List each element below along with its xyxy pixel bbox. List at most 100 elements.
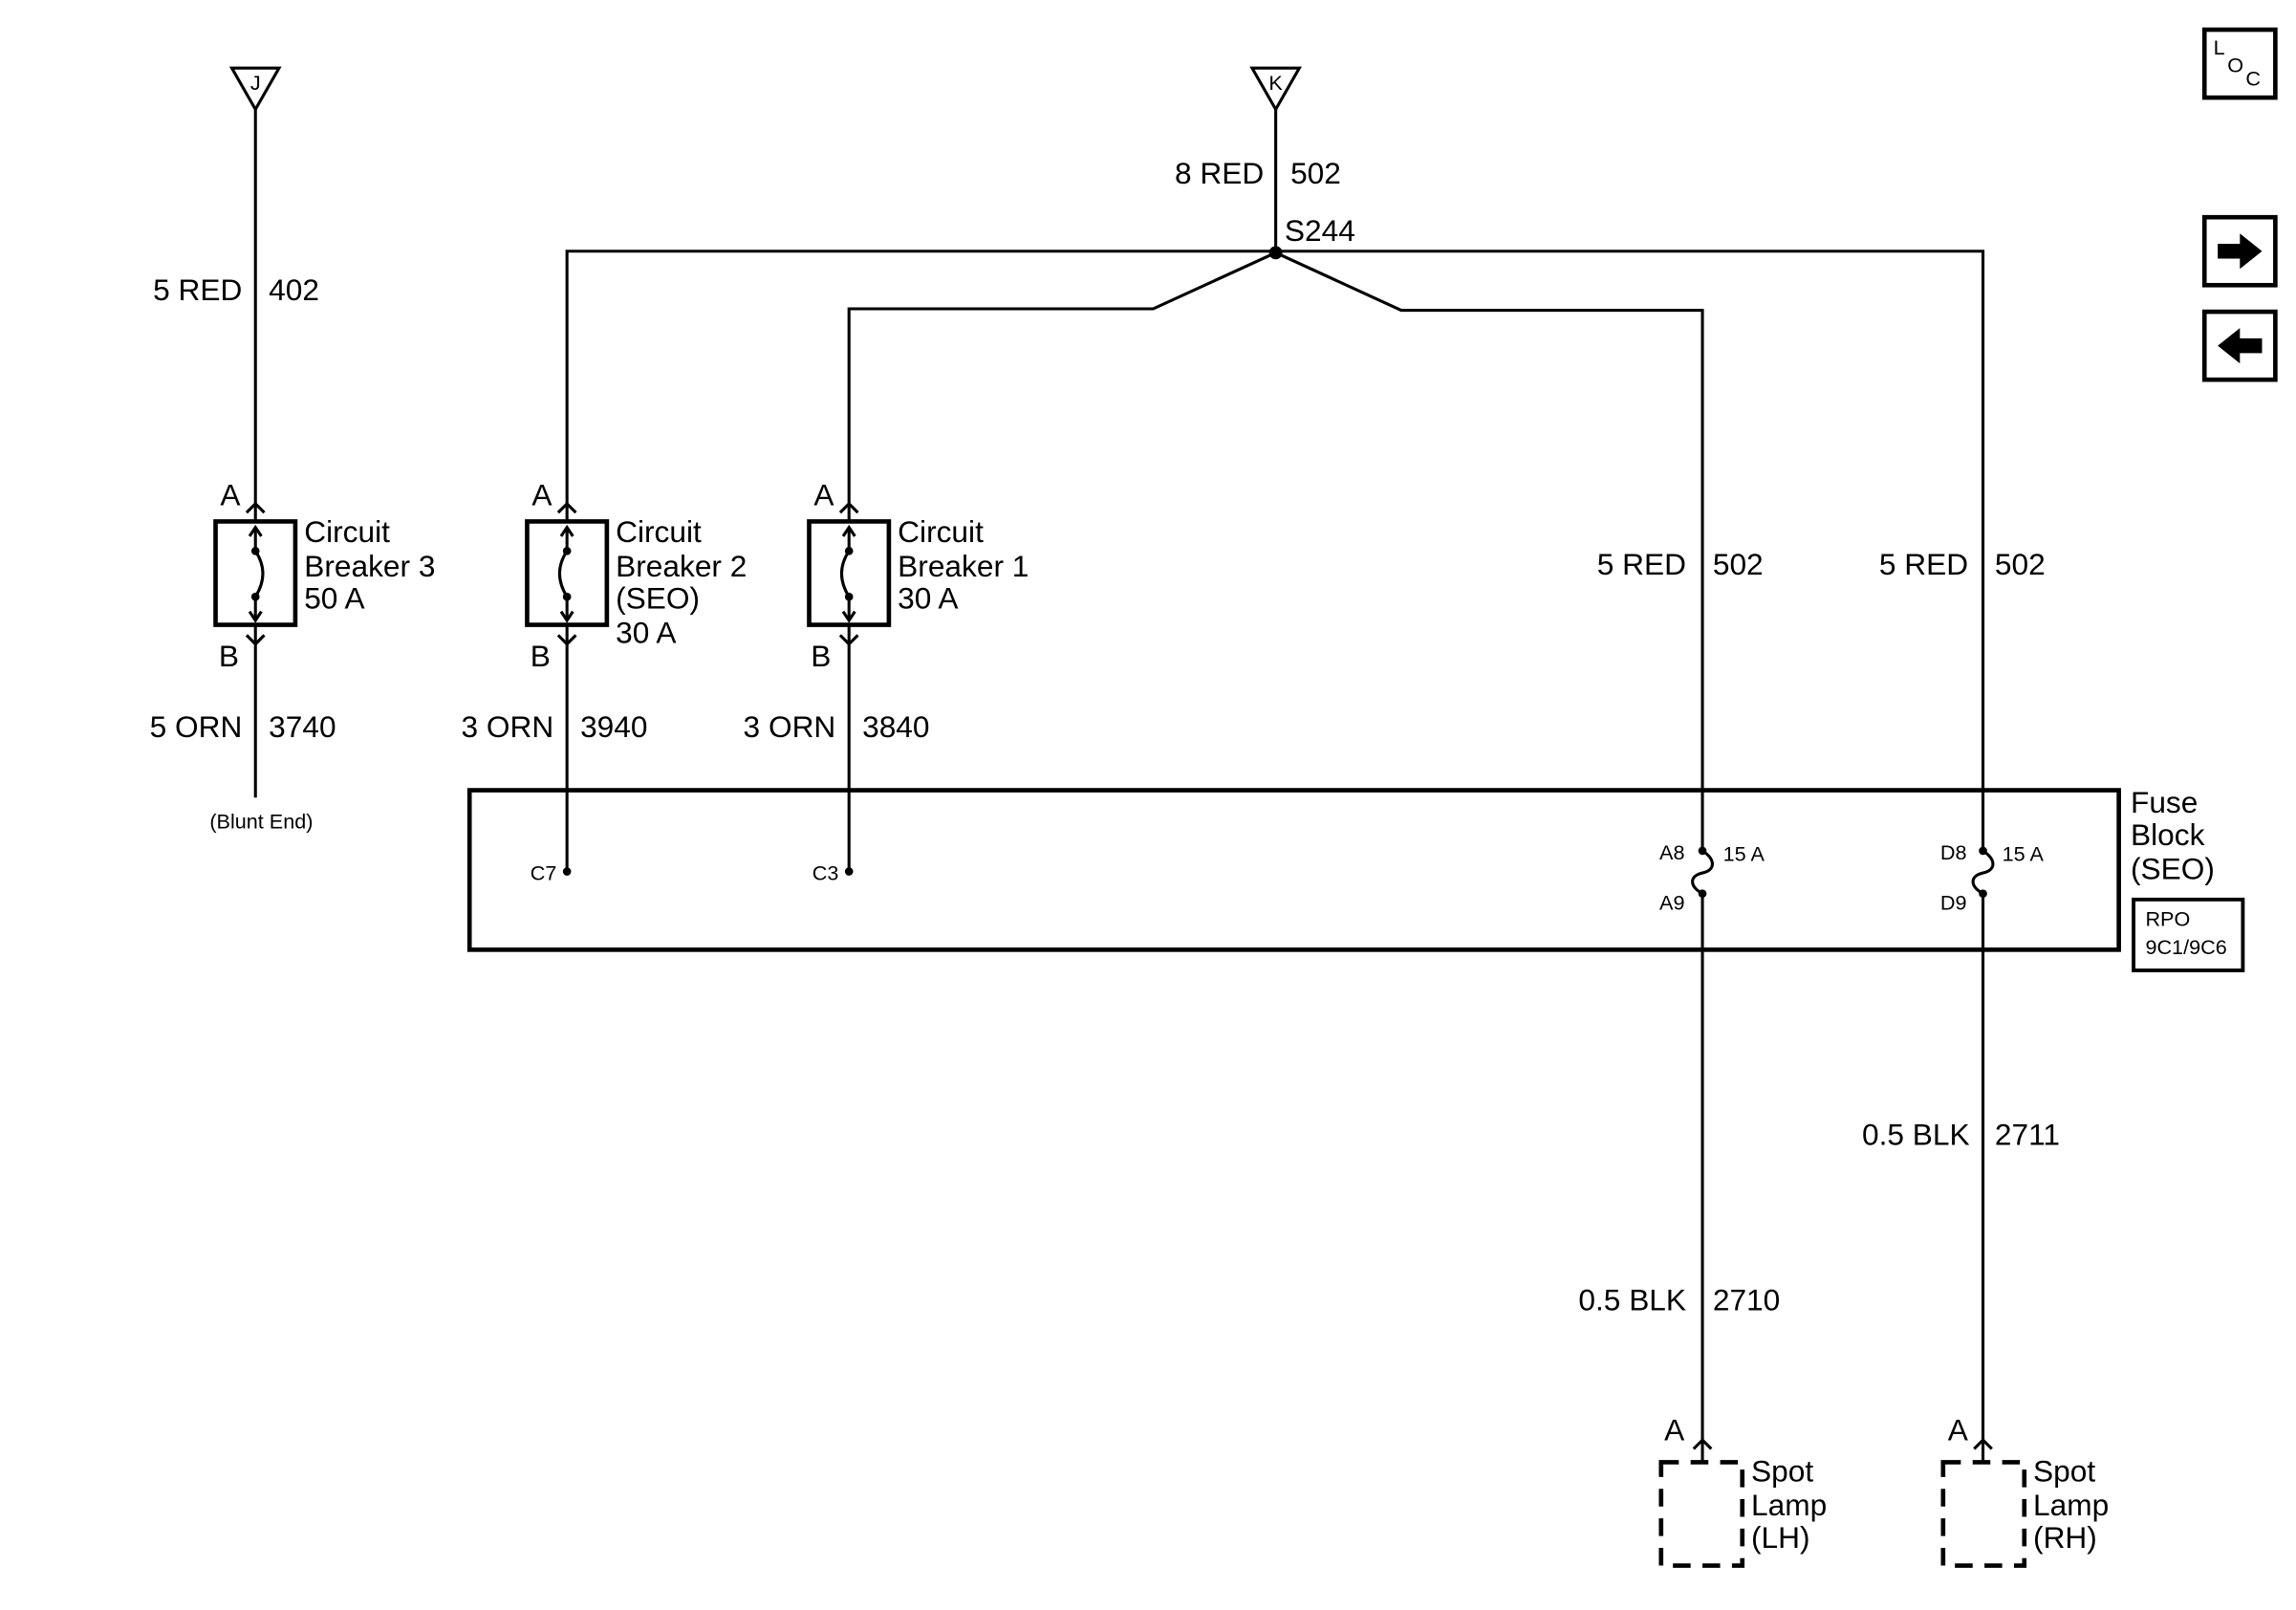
fuse-element <box>1971 849 1995 896</box>
breaker-name-line: Breaker 2 <box>616 549 747 583</box>
blunt-end-label: (Blunt End) <box>209 809 313 833</box>
breaker-box <box>807 519 892 627</box>
splice-label: S244 <box>1285 213 1355 248</box>
wire-3840: 3 ORN 3840 <box>744 624 930 872</box>
connector-a-symbol <box>838 501 859 514</box>
circuit-breaker-2: A B Circuit Breaker 2 (SEO) 30 A <box>525 478 747 673</box>
fuse-pin-in: D8 <box>1940 840 1967 864</box>
breaker-rating: 30 A <box>616 615 677 649</box>
loc-button[interactable]: L O C <box>2201 27 2278 100</box>
pin-b-label: B <box>219 639 239 673</box>
wire-circuit-number: 3940 <box>580 709 647 744</box>
connector-a-symbol <box>1973 1438 1993 1450</box>
breaker-arrow-down <box>559 610 574 623</box>
fuse-pin-out: A9 <box>1659 890 1684 914</box>
lamp-side-line: (RH) <box>2033 1520 2097 1555</box>
breaker-box <box>525 519 610 627</box>
wire-circuit-number: 2711 <box>1995 1117 2060 1151</box>
cavity-c3: C3 <box>812 861 854 885</box>
fuse-element <box>1691 849 1714 896</box>
lamp-name-line: Lamp <box>2033 1488 2109 1522</box>
rpo-box <box>2132 897 2245 972</box>
breaker-name-line: Breaker 3 <box>304 549 435 583</box>
wire-gauge-color: 0.5 BLK <box>1578 1282 1686 1316</box>
breaker-option-line: (SEO) <box>616 581 700 616</box>
prev-button-frame[interactable] <box>2201 309 2278 382</box>
rpo-value: 9C1/9C6 <box>2145 935 2226 959</box>
wire-branch-lh <box>1274 250 1704 851</box>
wire-gauge-color: 5 RED <box>1879 547 1968 581</box>
left-arrow-icon <box>2218 328 2263 364</box>
wire-gauge-color: 5 RED <box>153 272 242 307</box>
wire-gauge-color: 5 RED <box>1597 547 1686 581</box>
next-button-frame[interactable] <box>2201 214 2278 288</box>
fuse-d8-d9: D8 D9 15 A <box>1940 840 2045 915</box>
wire-2711: 0.5 BLK 2711 <box>1862 893 2060 1463</box>
right-arrow-icon <box>2218 233 2263 270</box>
wire-branch-cb2 <box>565 250 1276 522</box>
pin-a-label: A <box>220 478 241 512</box>
connector-k-triangle <box>1249 66 1302 113</box>
fuse-rating: 15 A <box>1723 841 1765 865</box>
wire-gauge-color: 0.5 BLK <box>1862 1117 1970 1151</box>
wire-branch-cb1 <box>847 250 1277 522</box>
fuse-block-title-line: Block <box>2131 817 2205 852</box>
breaker-arrow-down <box>248 610 263 623</box>
breaker-rating: 50 A <box>304 581 365 616</box>
connector-k: K <box>1249 66 1302 113</box>
connector-j-triangle <box>228 66 282 113</box>
terminal-dot <box>562 867 572 876</box>
wire-circuit-number: 502 <box>1995 547 2046 581</box>
wire-gauge-color: 8 RED <box>1175 156 1264 190</box>
fuse-block-title-line: (SEO) <box>2131 851 2215 885</box>
cavity-label: C7 <box>531 861 557 885</box>
fuse-a8-a9: A8 A9 15 A <box>1659 840 1765 915</box>
cavity-c7: C7 <box>531 861 572 885</box>
fuse-block-title-line: Fuse <box>2131 785 2198 819</box>
lamp-dashed-box <box>1658 1460 1745 1568</box>
connector-j: J <box>228 66 282 113</box>
breaker-element <box>839 550 851 598</box>
lamp-dashed-box <box>1940 1460 2027 1568</box>
wire-502-rh: 5 RED 502 <box>1879 547 2046 581</box>
wire-3940: 3 ORN 3940 <box>462 624 648 872</box>
loc-letter: O <box>2227 54 2243 77</box>
pin-b-label: B <box>531 639 551 673</box>
loc-letter: C <box>2245 67 2261 91</box>
wire-circuit-number: 502 <box>1290 156 1341 190</box>
breaker-box <box>213 519 298 627</box>
connector-j-label: J <box>250 71 261 95</box>
wire-circuit-number: 502 <box>1713 547 1764 581</box>
lamp-name-line: Spot <box>2033 1454 2095 1489</box>
wire-2710: 0.5 BLK 2710 <box>1578 893 1780 1463</box>
wire-circuit-number: 402 <box>269 272 319 307</box>
pin-a-label: A <box>1664 1412 1685 1447</box>
loc-button-frame[interactable] <box>2201 27 2278 100</box>
pin-a-label: A <box>1948 1412 1969 1447</box>
lamp-name-line: Spot <box>1751 1454 1813 1489</box>
wire-circuit-number: 2710 <box>1713 1282 1780 1316</box>
pin-b-label: B <box>811 639 831 673</box>
wire-3740: 5 ORN 3740 (Blunt End) <box>150 624 336 833</box>
next-page-button[interactable] <box>2201 214 2278 288</box>
fuse-pin-out: D9 <box>1940 890 1967 914</box>
wire-circuit-number: 3840 <box>862 709 929 744</box>
wire-gauge-color: 3 ORN <box>744 709 836 744</box>
lamp-name-line: Lamp <box>1751 1488 1827 1522</box>
connector-a-symbol <box>556 501 577 514</box>
breaker-element <box>557 550 569 598</box>
breaker-name-line: Breaker 1 <box>898 549 1029 583</box>
breaker-name-line: Circuit <box>898 514 984 549</box>
breaker-rating: 30 A <box>898 581 959 616</box>
fuse-block-outline <box>466 788 2121 952</box>
terminal-dot <box>844 867 854 876</box>
wire-gauge-color: 3 ORN <box>462 709 554 744</box>
wire-gauge-color: 5 ORN <box>150 709 243 744</box>
connector-a-symbol <box>1692 1438 1713 1450</box>
breaker-name-line: Circuit <box>616 514 702 549</box>
fuse-pin-in: A8 <box>1659 840 1684 864</box>
fuse-rating: 15 A <box>2003 841 2045 865</box>
prev-page-button[interactable] <box>2201 309 2278 382</box>
wire-502-lh: 5 RED 502 <box>1597 547 1764 581</box>
